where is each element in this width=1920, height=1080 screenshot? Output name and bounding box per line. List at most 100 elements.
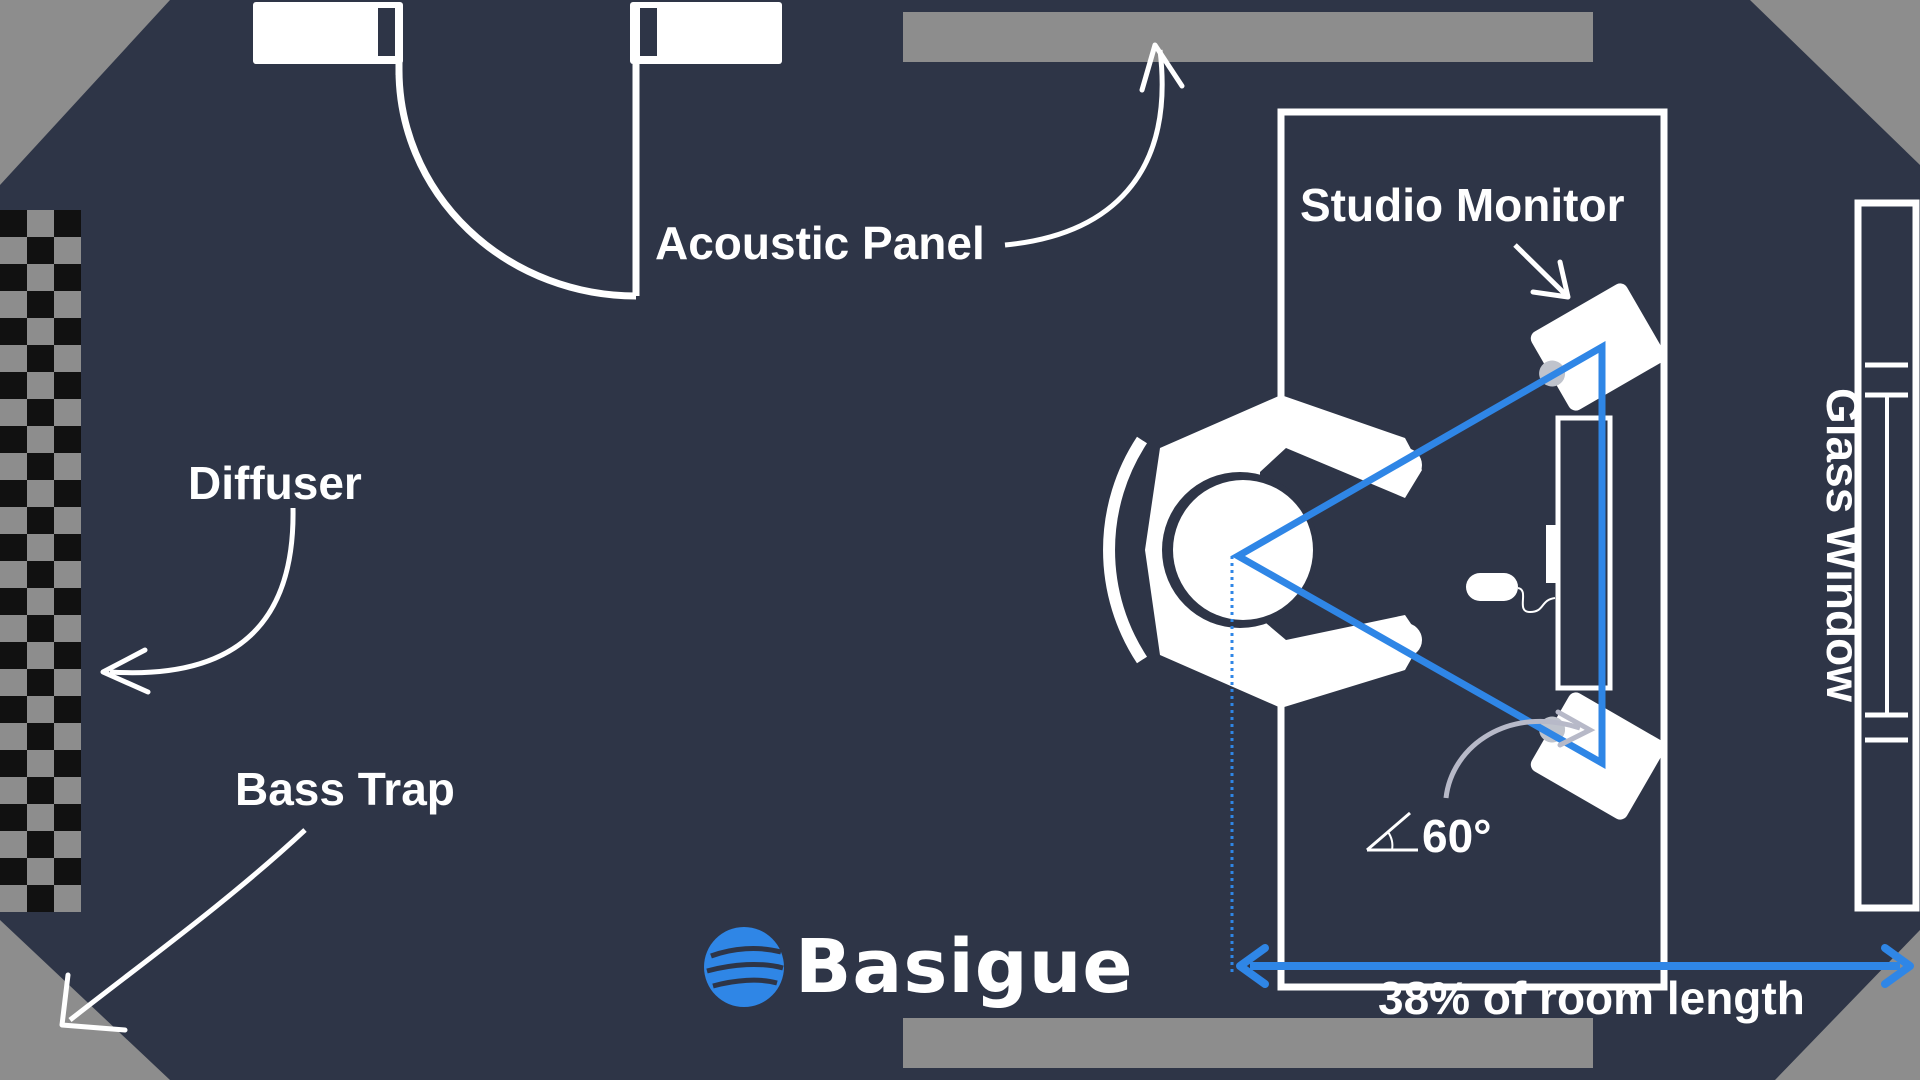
diffuser-cell — [0, 561, 27, 588]
diffuser-cell — [0, 426, 27, 453]
diffuser-cell — [54, 210, 81, 237]
diffuser-cell — [27, 453, 54, 480]
diffuser-cell — [27, 669, 54, 696]
room-length-measure — [1236, 944, 1914, 988]
diffuser-cell — [0, 291, 27, 318]
diffuser-cell — [27, 372, 54, 399]
bass-trap-top-left — [0, 0, 170, 185]
diffuser-cell — [0, 777, 27, 804]
diffuser-cell — [0, 480, 27, 507]
bass-trap-arrow — [68, 828, 307, 1022]
diffuser-cell — [0, 453, 27, 480]
diffuser-cell — [54, 534, 81, 561]
diffuser-cell — [0, 804, 27, 831]
globe-icon — [704, 927, 784, 1007]
acoustic-panel-bottom — [903, 1018, 1593, 1068]
diffuser-cell — [0, 399, 27, 426]
brand-name: Basigue — [795, 924, 1134, 1010]
diffuser-cell — [27, 534, 54, 561]
diffuser-cell — [54, 237, 81, 264]
diffuser-cell — [27, 885, 54, 912]
diffuser-cell — [54, 831, 81, 858]
diffuser-cell — [0, 669, 27, 696]
diffuser-cell — [0, 210, 27, 237]
diffuser-panel — [0, 210, 81, 912]
diffuser-cell — [54, 669, 81, 696]
diffuser-cell — [27, 588, 54, 615]
diffuser-cell — [0, 345, 27, 372]
glass-window-label: Glass Window — [1817, 388, 1869, 702]
diffuser-cell — [27, 210, 54, 237]
diffuser-cell — [0, 642, 27, 669]
diffuser-cell — [27, 777, 54, 804]
diffuser-cell — [27, 858, 54, 885]
diffuser-cell — [54, 507, 81, 534]
diffuser-arrow — [109, 507, 296, 676]
room-length-label: 38% of room length — [1378, 972, 1805, 1024]
door — [253, 2, 782, 300]
angle-icon — [1366, 811, 1418, 852]
diffuser-cell — [27, 723, 54, 750]
angle-label: 60° — [1422, 810, 1492, 862]
studio-monitor-label: Studio Monitor — [1300, 179, 1625, 231]
diffuser-arrow-head — [100, 647, 151, 695]
bass-trap-arrow-head — [59, 972, 128, 1033]
diffuser-cell — [54, 426, 81, 453]
acoustic-panel-label: Acoustic Panel — [655, 217, 985, 269]
glass-window — [1854, 199, 1920, 912]
diffuser-cell — [27, 642, 54, 669]
diffuser-cell — [27, 264, 54, 291]
diffuser-cell — [54, 480, 81, 507]
diffuser-cell — [27, 291, 54, 318]
diffuser-cell — [54, 264, 81, 291]
diffuser-cell — [27, 615, 54, 642]
diffuser-cell — [27, 804, 54, 831]
diffuser-cell — [0, 507, 27, 534]
diffuser-cell — [54, 453, 81, 480]
diffuser-cell — [54, 561, 81, 588]
diffuser-cell — [54, 372, 81, 399]
diffuser-cell — [54, 750, 81, 777]
diffuser-cell — [0, 696, 27, 723]
diffuser-cell — [27, 399, 54, 426]
diffuser-cell — [27, 507, 54, 534]
studio-monitor-arrow — [1513, 243, 1568, 297]
acoustic-panel-top — [903, 12, 1593, 62]
bass-trap-bottom-left — [0, 920, 170, 1080]
diffuser-cell — [0, 615, 27, 642]
diffuser-cell — [27, 696, 54, 723]
diffuser-cell — [54, 642, 81, 669]
chair — [1103, 395, 1422, 708]
diffuser-cell — [27, 561, 54, 588]
diffuser-cell — [54, 291, 81, 318]
diffuser-cell — [0, 750, 27, 777]
mouse-icon — [1466, 573, 1556, 614]
angle-pointer-arrow — [1443, 718, 1581, 799]
acoustic-panel-arrow-head — [1139, 42, 1185, 93]
bass-trap-label: Bass Trap — [235, 763, 455, 815]
listening-triangle — [1230, 340, 1606, 770]
diffuser-cell — [27, 480, 54, 507]
diffuser-label: Diffuser — [188, 457, 362, 509]
diffuser-cell — [54, 723, 81, 750]
computer-monitor — [1546, 415, 1613, 691]
angle-pointer-head — [1555, 709, 1596, 748]
diffuser-cell — [0, 858, 27, 885]
diffuser-cell — [54, 696, 81, 723]
diffuser-cell — [0, 372, 27, 399]
diffuser-cell — [54, 399, 81, 426]
diffuser-cell — [0, 831, 27, 858]
diffuser-cell — [0, 723, 27, 750]
diffuser-cell — [54, 777, 81, 804]
diffuser-cell — [27, 318, 54, 345]
bass-trap-top-right — [1750, 0, 1920, 165]
diffuser-cell — [54, 858, 81, 885]
diffuser-cell — [0, 318, 27, 345]
diffuser-cell — [54, 615, 81, 642]
studio-monitor-bottom — [1530, 692, 1666, 820]
diffuser-cell — [54, 588, 81, 615]
diffuser-cell — [0, 534, 27, 561]
diffuser-cell — [27, 426, 54, 453]
